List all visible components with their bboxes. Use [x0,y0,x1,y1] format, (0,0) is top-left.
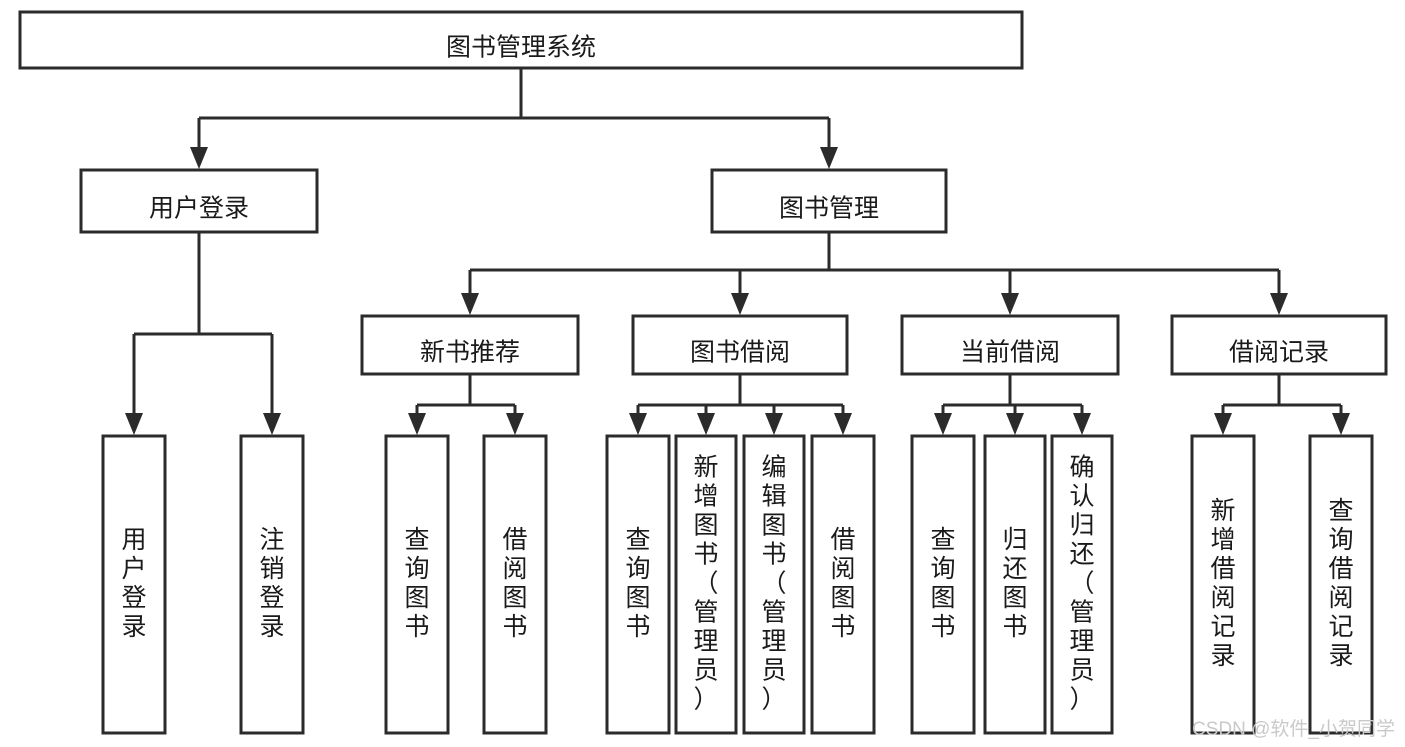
node-box-leaf-query-record[interactable] [1308,434,1374,735]
node-leaf-user-login[interactable]: 用户登录 [101,434,167,735]
node-leaf-query-book-rec[interactable]: 查询图书 [384,434,450,735]
edge-group-current-borrow [934,374,1091,435]
node-book-manage[interactable]: 图书管理 [710,168,948,234]
edge-group-borrow-record [1214,374,1350,435]
node-label-book-manage: 图书管理 [779,195,879,223]
node-box-user-login[interactable] [79,168,319,234]
node-leaf-query-record[interactable]: 查询借阅记录 [1308,434,1374,735]
node-box-leaf-query-book-rec[interactable] [384,434,450,735]
edge-group-new-book-recommend [408,374,524,435]
edges-layer [125,68,1350,435]
node-box-book-borrow[interactable] [631,314,849,376]
node-leaf-return-book[interactable]: 归还图书 [983,434,1047,735]
node-box-leaf-add-book[interactable] [674,434,738,735]
node-leaf-query-book-cur[interactable]: 查询图书 [910,434,976,735]
edge-group-book-borrow [629,374,852,435]
node-leaf-user-logout[interactable]: 注销登录 [239,434,305,735]
node-leaf-query-book[interactable]: 查询图书 [605,434,671,735]
node-label-leaf-add-record: 新增借阅记录 [1210,497,1235,670]
node-label-leaf-query-record: 查询借阅记录 [1328,497,1353,670]
node-box-leaf-confirm-return[interactable] [1050,434,1114,735]
csdn-watermark: CSDN @软件_小贺同学 [1192,719,1395,740]
node-box-book-manage[interactable] [710,168,948,234]
node-box-leaf-borrow-book-rec[interactable] [482,434,548,735]
node-root[interactable]: 图书管理系统 [18,10,1024,70]
node-box-root[interactable] [18,10,1024,70]
node-leaf-add-book[interactable]: 新增图书（管理员） [674,434,738,735]
node-leaf-borrow-book[interactable]: 借阅图书 [810,434,876,735]
edge-group-book-manage [461,232,1288,315]
node-user-login[interactable]: 用户登录 [79,168,319,234]
node-leaf-confirm-return[interactable]: 确认归还（管理员） [1050,434,1114,735]
edge-group-root [190,68,838,169]
node-label-user-login: 用户登录 [149,195,249,223]
node-box-new-book-recommend[interactable] [360,314,580,376]
node-label-new-book-recommend: 新书推荐 [420,339,520,367]
node-box-leaf-query-book[interactable] [605,434,671,735]
node-label-leaf-borrow-book: 借阅图书 [830,526,855,641]
node-box-leaf-user-logout[interactable] [239,434,305,735]
node-label-borrow-record: 借阅记录 [1229,339,1329,367]
node-box-leaf-query-book-cur[interactable] [910,434,976,735]
node-box-leaf-add-record[interactable] [1190,434,1256,735]
node-label-leaf-query-book: 查询图书 [625,526,650,641]
node-label-leaf-user-logout: 注销登录 [259,526,284,641]
node-label-leaf-query-book-rec: 查询图书 [404,526,429,641]
node-new-book-recommend[interactable]: 新书推荐 [360,314,580,376]
node-leaf-add-record[interactable]: 新增借阅记录 [1190,434,1256,735]
node-label-leaf-borrow-book-rec: 借阅图书 [502,526,527,641]
node-label-leaf-confirm-return: 确认归还（管理员） [1069,453,1094,713]
node-box-borrow-record[interactable] [1170,314,1388,376]
node-label-leaf-query-book-cur: 查询图书 [930,526,955,641]
node-box-leaf-user-login[interactable] [101,434,167,735]
node-box-current-borrow[interactable] [900,314,1120,376]
node-book-borrow[interactable]: 图书借阅 [631,314,849,376]
node-leaf-borrow-book-rec[interactable]: 借阅图书 [482,434,548,735]
node-label-root: 图书管理系统 [446,34,596,62]
node-label-leaf-edit-book: 编辑图书（管理员） [761,453,786,713]
node-leaf-edit-book[interactable]: 编辑图书（管理员） [742,434,806,735]
node-current-borrow[interactable]: 当前借阅 [900,314,1120,376]
edge-group-user-login [125,232,281,435]
node-box-leaf-edit-book[interactable] [742,434,806,735]
node-box-leaf-return-book[interactable] [983,434,1047,735]
node-label-leaf-add-book: 新增图书（管理员） [693,453,718,713]
node-label-leaf-user-login: 用户登录 [121,526,146,641]
node-label-current-borrow: 当前借阅 [960,339,1060,367]
node-borrow-record[interactable]: 借阅记录 [1170,314,1388,376]
nodes-layer: 图书管理系统用户登录图书管理新书推荐图书借阅当前借阅借阅记录用户登录注销登录查询… [18,10,1388,735]
node-label-book-borrow: 图书借阅 [690,339,790,367]
node-box-leaf-borrow-book[interactable] [810,434,876,735]
node-label-leaf-return-book: 归还图书 [1002,526,1027,641]
